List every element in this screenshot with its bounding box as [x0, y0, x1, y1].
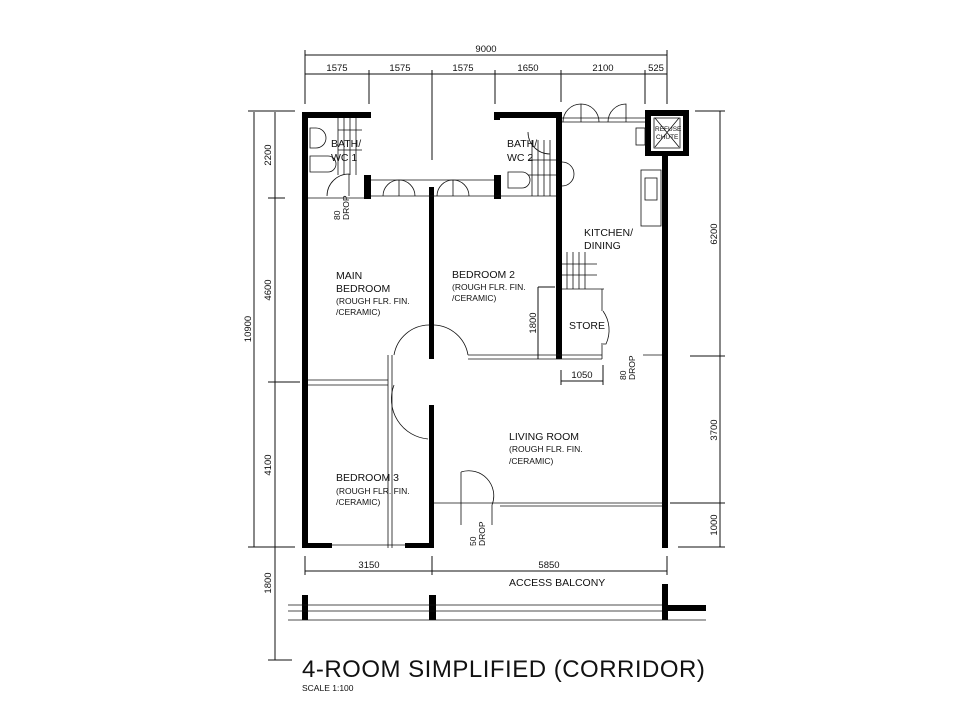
dim-store-width: 1050 — [571, 370, 592, 381]
svg-text:BEDROOM 2: BEDROOM 2 — [452, 269, 515, 281]
dim-left-balcony: 1800 — [263, 572, 274, 593]
dim-left-3: 4100 — [263, 454, 274, 475]
drop-entrance-value: 50 — [468, 536, 478, 546]
svg-text:BEDROOM: BEDROOM — [336, 283, 390, 295]
dim-top-5: 2100 — [592, 63, 613, 74]
dim-right-3: 1000 — [709, 514, 720, 535]
drop-entrance-label: DROP — [477, 521, 487, 546]
partitions-and-doors — [288, 103, 706, 621]
room-bath1-label: BATH/ WC 1 — [331, 138, 361, 164]
svg-text:(ROUGH FLR. FIN.: (ROUGH FLR. FIN. — [509, 444, 583, 454]
room-bedroom2-label: BEDROOM 2 (ROUGH FLR. FIN. /CERAMIC) — [452, 269, 526, 303]
svg-text:BATH/: BATH/ — [331, 138, 361, 150]
dim-top-6: 525 — [648, 63, 664, 74]
svg-text:DINING: DINING — [584, 240, 621, 252]
room-bath2-label: BATH/ WC 2 — [507, 138, 537, 164]
svg-text:/CERAMIC): /CERAMIC) — [336, 497, 381, 507]
dimension-lines — [248, 50, 725, 661]
dim-top-4: 1650 — [517, 63, 538, 74]
svg-text:/CERAMIC): /CERAMIC) — [336, 307, 381, 317]
dim-bottom-1: 3150 — [358, 560, 379, 571]
svg-text:(ROUGH FLR. FIN.: (ROUGH FLR. FIN. — [336, 296, 410, 306]
room-living-label: LIVING ROOM (ROUGH FLR. FIN. /CERAMIC) — [509, 431, 583, 466]
room-kitchen-label: KITCHEN/ DINING — [584, 227, 633, 252]
drop-kitchen-value: 80 — [618, 370, 628, 380]
svg-text:WC 2: WC 2 — [507, 152, 533, 164]
dim-left-total: 10900 — [243, 316, 254, 342]
dim-bedroom2-store: 1800 — [528, 312, 539, 333]
drop-bath1-label: DROP — [341, 195, 351, 220]
room-store-label: STORE — [569, 320, 605, 332]
room-bedroom3-label: BEDROOM 3 (ROUGH FLR. FIN. /CERAMIC) — [336, 472, 410, 507]
access-balcony-label: ACCESS BALCONY — [509, 577, 605, 589]
svg-text:(ROUGH FLR. FIN.: (ROUGH FLR. FIN. — [452, 282, 526, 292]
dim-top-total: 9000 — [475, 44, 496, 55]
dim-bottom-2: 5850 — [538, 560, 559, 571]
svg-text:/CERAMIC): /CERAMIC) — [509, 456, 554, 466]
svg-text:CHUTE: CHUTE — [656, 134, 679, 141]
refuse-chute-label: REFUSE CHUTE — [655, 126, 682, 141]
dim-top-2: 1575 — [389, 63, 410, 74]
drop-kitchen-label: DROP — [627, 355, 637, 380]
svg-text:KITCHEN/: KITCHEN/ — [584, 227, 633, 239]
dim-left-1: 2200 — [263, 144, 274, 165]
drop-bath1-value: 80 — [332, 210, 342, 220]
svg-text:BATH/: BATH/ — [507, 138, 537, 150]
svg-text:WC 1: WC 1 — [331, 152, 357, 164]
svg-text:MAIN: MAIN — [336, 270, 362, 282]
dim-top-1: 1575 — [326, 63, 347, 74]
plan-title: 4-ROOM SIMPLIFIED (CORRIDOR) — [302, 656, 705, 683]
svg-text:BEDROOM 3: BEDROOM 3 — [336, 472, 399, 484]
dim-right-2: 3700 — [709, 419, 720, 440]
svg-text:/CERAMIC): /CERAMIC) — [452, 293, 497, 303]
dim-top-3: 1575 — [452, 63, 473, 74]
plan-scale: SCALE 1:100 — [302, 683, 354, 693]
walls — [302, 110, 706, 620]
dim-left-2: 4600 — [263, 279, 274, 300]
svg-text:LIVING ROOM: LIVING ROOM — [509, 431, 579, 443]
dim-right-1: 6200 — [709, 223, 720, 244]
room-main-bedroom-label: MAIN BEDROOM (ROUGH FLR. FIN. /CERAMIC) — [336, 270, 410, 317]
svg-text:REFUSE: REFUSE — [655, 126, 682, 133]
svg-text:(ROUGH FLR. FIN.: (ROUGH FLR. FIN. — [336, 486, 410, 496]
